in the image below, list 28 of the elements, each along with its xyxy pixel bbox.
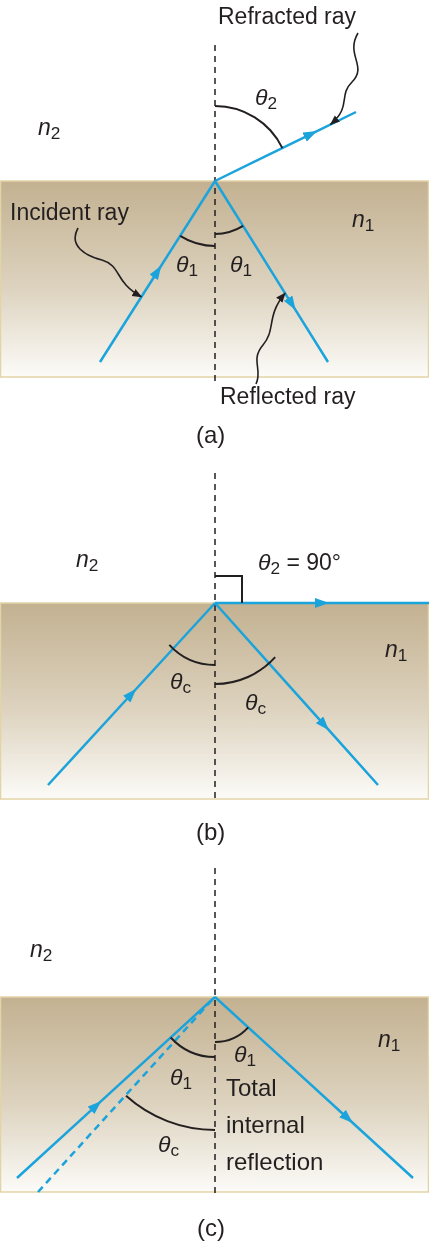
light-ray — [98, 180, 217, 363]
panel-caption: (a) — [196, 423, 226, 447]
callout-label: Incident ray — [10, 198, 129, 227]
annotation-text: Total internal reflection — [226, 1073, 325, 1177]
panel-caption: (b) — [196, 820, 226, 844]
symbol-label: n$_{2}$ — [30, 938, 53, 961]
symbol-label: θ$_{1}$ — [176, 253, 199, 276]
symbol-label: θ$_{c}$ — [158, 1133, 180, 1156]
symbol-label: n$_{2}$ — [38, 116, 61, 139]
symbol-label: θ$_{c}$ — [245, 691, 267, 714]
symbol-label: θ$_{1}$ — [234, 1043, 257, 1066]
symbol-label: θ$_{2}$ = 90° — [258, 551, 342, 574]
callout-label: Refracted ray — [218, 2, 357, 31]
light-ray — [214, 110, 357, 183]
symbol-label: θ$_{c}$ — [170, 670, 192, 693]
callout-label: Reflected ray — [220, 382, 356, 411]
panel-caption: (c) — [197, 1216, 225, 1240]
symbol-label: θ$_{2}$ — [255, 86, 278, 109]
symbol-label: n$_{2}$ — [76, 548, 99, 571]
leader-line — [74, 227, 143, 298]
symbol-label: θ$_{1}$ — [230, 253, 253, 276]
light-ray — [213, 180, 330, 363]
symbol-label: n$_{1}$ — [385, 638, 408, 661]
leader-line — [255, 292, 286, 385]
symbol-label: n$_{1}$ — [352, 208, 375, 231]
symbol-label: n$_{1}$ — [378, 1028, 401, 1051]
leader-line — [329, 32, 359, 126]
symbol-label: θ$_{1}$ — [170, 1066, 193, 1089]
